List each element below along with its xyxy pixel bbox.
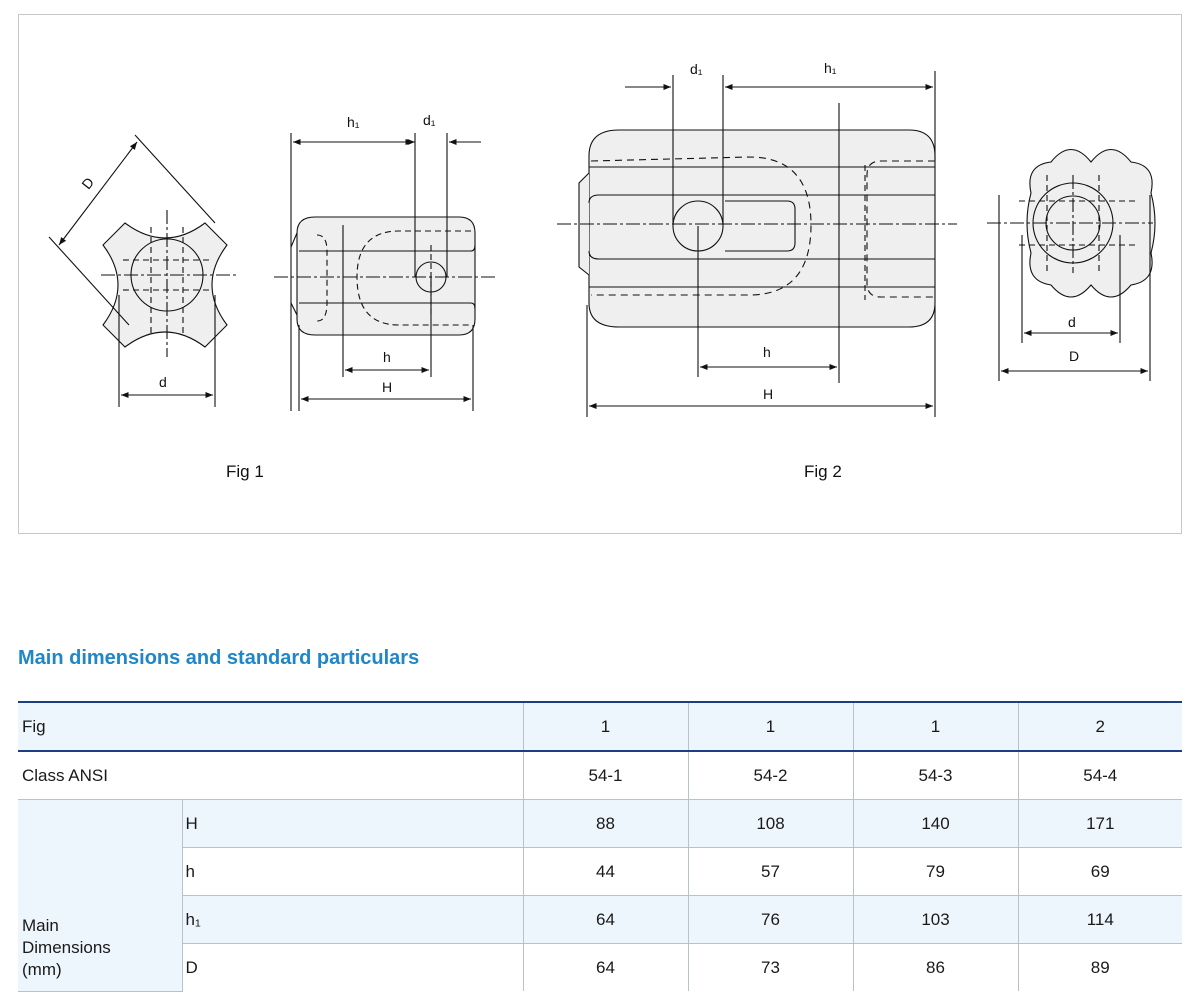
cell-H-2: 108 (687, 799, 853, 848)
table-row-H: Main Dimensions (mm) H 88 108 140 171 (18, 799, 1182, 992)
row-label-h1: h₁ (182, 895, 523, 944)
cell-fig-1: 1 (522, 701, 688, 752)
fig2-caption: Fig 2 (804, 462, 842, 481)
group-label-line-3: (mm) (22, 959, 62, 979)
cell-fig-3: 1 (852, 701, 1018, 752)
row-label-D: D (185, 957, 198, 977)
label-D-fig1: D (78, 174, 97, 192)
cell-fig-2: 1 (687, 701, 853, 752)
row-label-H: H (182, 799, 523, 848)
cell-class-2: 54-2 (687, 751, 853, 800)
group-label-line-2: Dimensions (22, 937, 111, 957)
fig1-end-view (48, 134, 239, 407)
cell-H-3: 140 (852, 799, 1018, 848)
row-label-fig: Fig (18, 701, 523, 752)
figure-panel: d D (18, 14, 1182, 534)
label-d-fig1: d (159, 374, 167, 390)
cell-fig-4: 2 (1017, 701, 1182, 752)
cell-h1-3: 103 (852, 895, 1018, 944)
fig2-end-view (987, 148, 1156, 381)
label-d1-fig2: d₁ (690, 61, 703, 77)
table-row-fig: Fig 1 1 1 2 (18, 701, 1182, 752)
table-row-h: h 44 57 79 69 (18, 847, 1182, 896)
cell-D-2: 73 (687, 943, 853, 991)
row-label-h: h (182, 847, 523, 896)
cell-class-1: 54-1 (522, 751, 688, 800)
technical-drawing: d D (48, 60, 1156, 481)
fig1-caption: Fig 1 (226, 462, 264, 481)
table-row-D: D 64 73 86 89 (18, 943, 1182, 991)
fig2-side-view (557, 71, 957, 417)
label-H-fig2: H (763, 386, 773, 402)
cell-h1-2: 76 (687, 895, 853, 944)
cell-class-3: 54-3 (852, 751, 1018, 800)
label-h-fig2: h (763, 344, 771, 360)
cell-D-3: 86 (852, 943, 1018, 991)
section-title: Main dimensions and standard particulars (18, 647, 420, 669)
cell-h1-1: 64 (522, 895, 688, 944)
label-h1-fig2: h₁ (824, 60, 837, 76)
cell-H-1: 88 (522, 799, 688, 848)
label-D-fig2: D (1069, 348, 1079, 364)
cell-h-4: 69 (1017, 847, 1182, 896)
table-row-class: Class ANSI 54-1 54-2 54-3 54-4 (18, 751, 1182, 800)
label-H-fig1: H (382, 379, 392, 395)
cell-class-4: 54-4 (1017, 751, 1182, 800)
label-d1-fig1: d₁ (423, 112, 436, 128)
group-label-main-dimensions: Main Dimensions (mm) (18, 799, 183, 992)
row-label-class: Class ANSI (18, 751, 523, 800)
label-d-fig2: d (1068, 314, 1076, 330)
group-label-line-1: Main (22, 915, 59, 935)
cell-h-2: 57 (687, 847, 853, 896)
table-row-h1: h₁ 64 76 103 114 (18, 895, 1182, 944)
label-h-fig1: h (383, 349, 391, 365)
label-h1-fig1: h₁ (347, 114, 360, 130)
cell-h-3: 79 (852, 847, 1018, 896)
cell-D-4: 89 (1017, 943, 1182, 991)
fig1-side-view (274, 133, 497, 411)
cell-h-1: 44 (522, 847, 688, 896)
cell-h1-4: 114 (1017, 895, 1182, 944)
cell-H-4: 171 (1017, 799, 1182, 848)
dimensions-table: Fig 1 1 1 2 Class ANSI 54-1 54-2 54-3 54… (18, 701, 1182, 992)
cell-D-1: 64 (522, 943, 688, 991)
